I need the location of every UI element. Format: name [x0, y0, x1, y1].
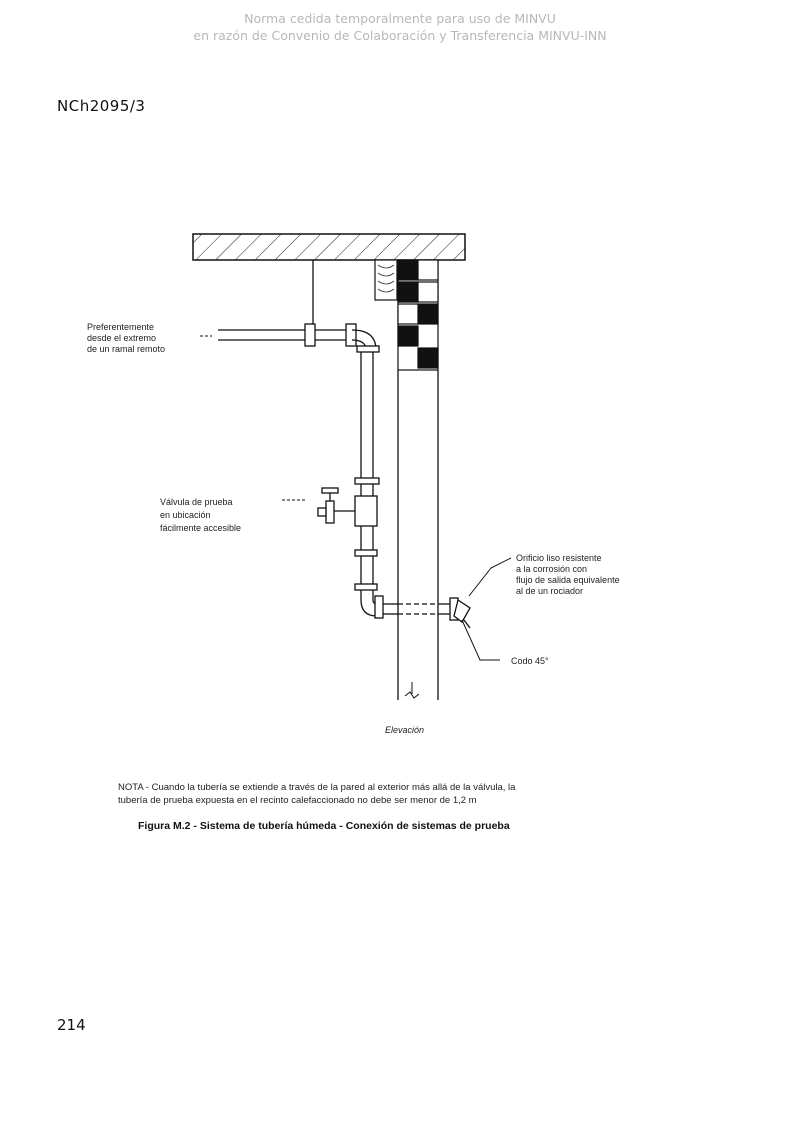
ceiling-slab	[192, 233, 466, 261]
test-valve	[317, 487, 355, 524]
label-feed-3: de un ramal remoto	[87, 344, 165, 354]
label-view: Elevación	[385, 725, 424, 735]
page-number: 214	[57, 1016, 86, 1034]
leader-lines	[200, 335, 512, 661]
label-orifice-1: Orificio liso resistente	[516, 553, 602, 563]
label-valve-2: en ubicación	[160, 510, 211, 520]
label-valve-3: fácilmente accesible	[160, 523, 241, 533]
figure-note-line-2: tubería de prueba expuesta en el recinto…	[118, 795, 477, 806]
brick-wall	[397, 259, 439, 371]
figure-note-line-1: NOTA - Cuando la tubería se extiende a t…	[118, 782, 516, 793]
label-elbow: Codo 45°	[511, 656, 549, 666]
label-orifice-2: a la corrosión con	[516, 564, 587, 574]
label-orifice-3: flujo de salida equivalente	[516, 575, 620, 585]
feed-pipe	[218, 323, 377, 351]
figure-caption: Figura M.2 - Sistema de tubería húmeda -…	[138, 820, 510, 832]
label-orifice-4: al de un rociador	[516, 586, 583, 596]
watermark-line-2: en razón de Convenio de Colaboración y T…	[193, 28, 607, 43]
wood-block	[374, 259, 398, 301]
wall-break-symbol	[404, 682, 420, 699]
label-valve-1: Válvula de prueba	[160, 497, 233, 507]
standard-code: NCh2095/3	[57, 97, 146, 115]
vertical-riser	[354, 345, 380, 600]
watermark-line-1: Norma cedida temporalmente para uso de M…	[244, 11, 556, 26]
label-feed-1: Preferentemente	[87, 322, 154, 332]
label-feed-2: desde el extremo	[87, 333, 156, 343]
test-pipe	[360, 595, 471, 629]
